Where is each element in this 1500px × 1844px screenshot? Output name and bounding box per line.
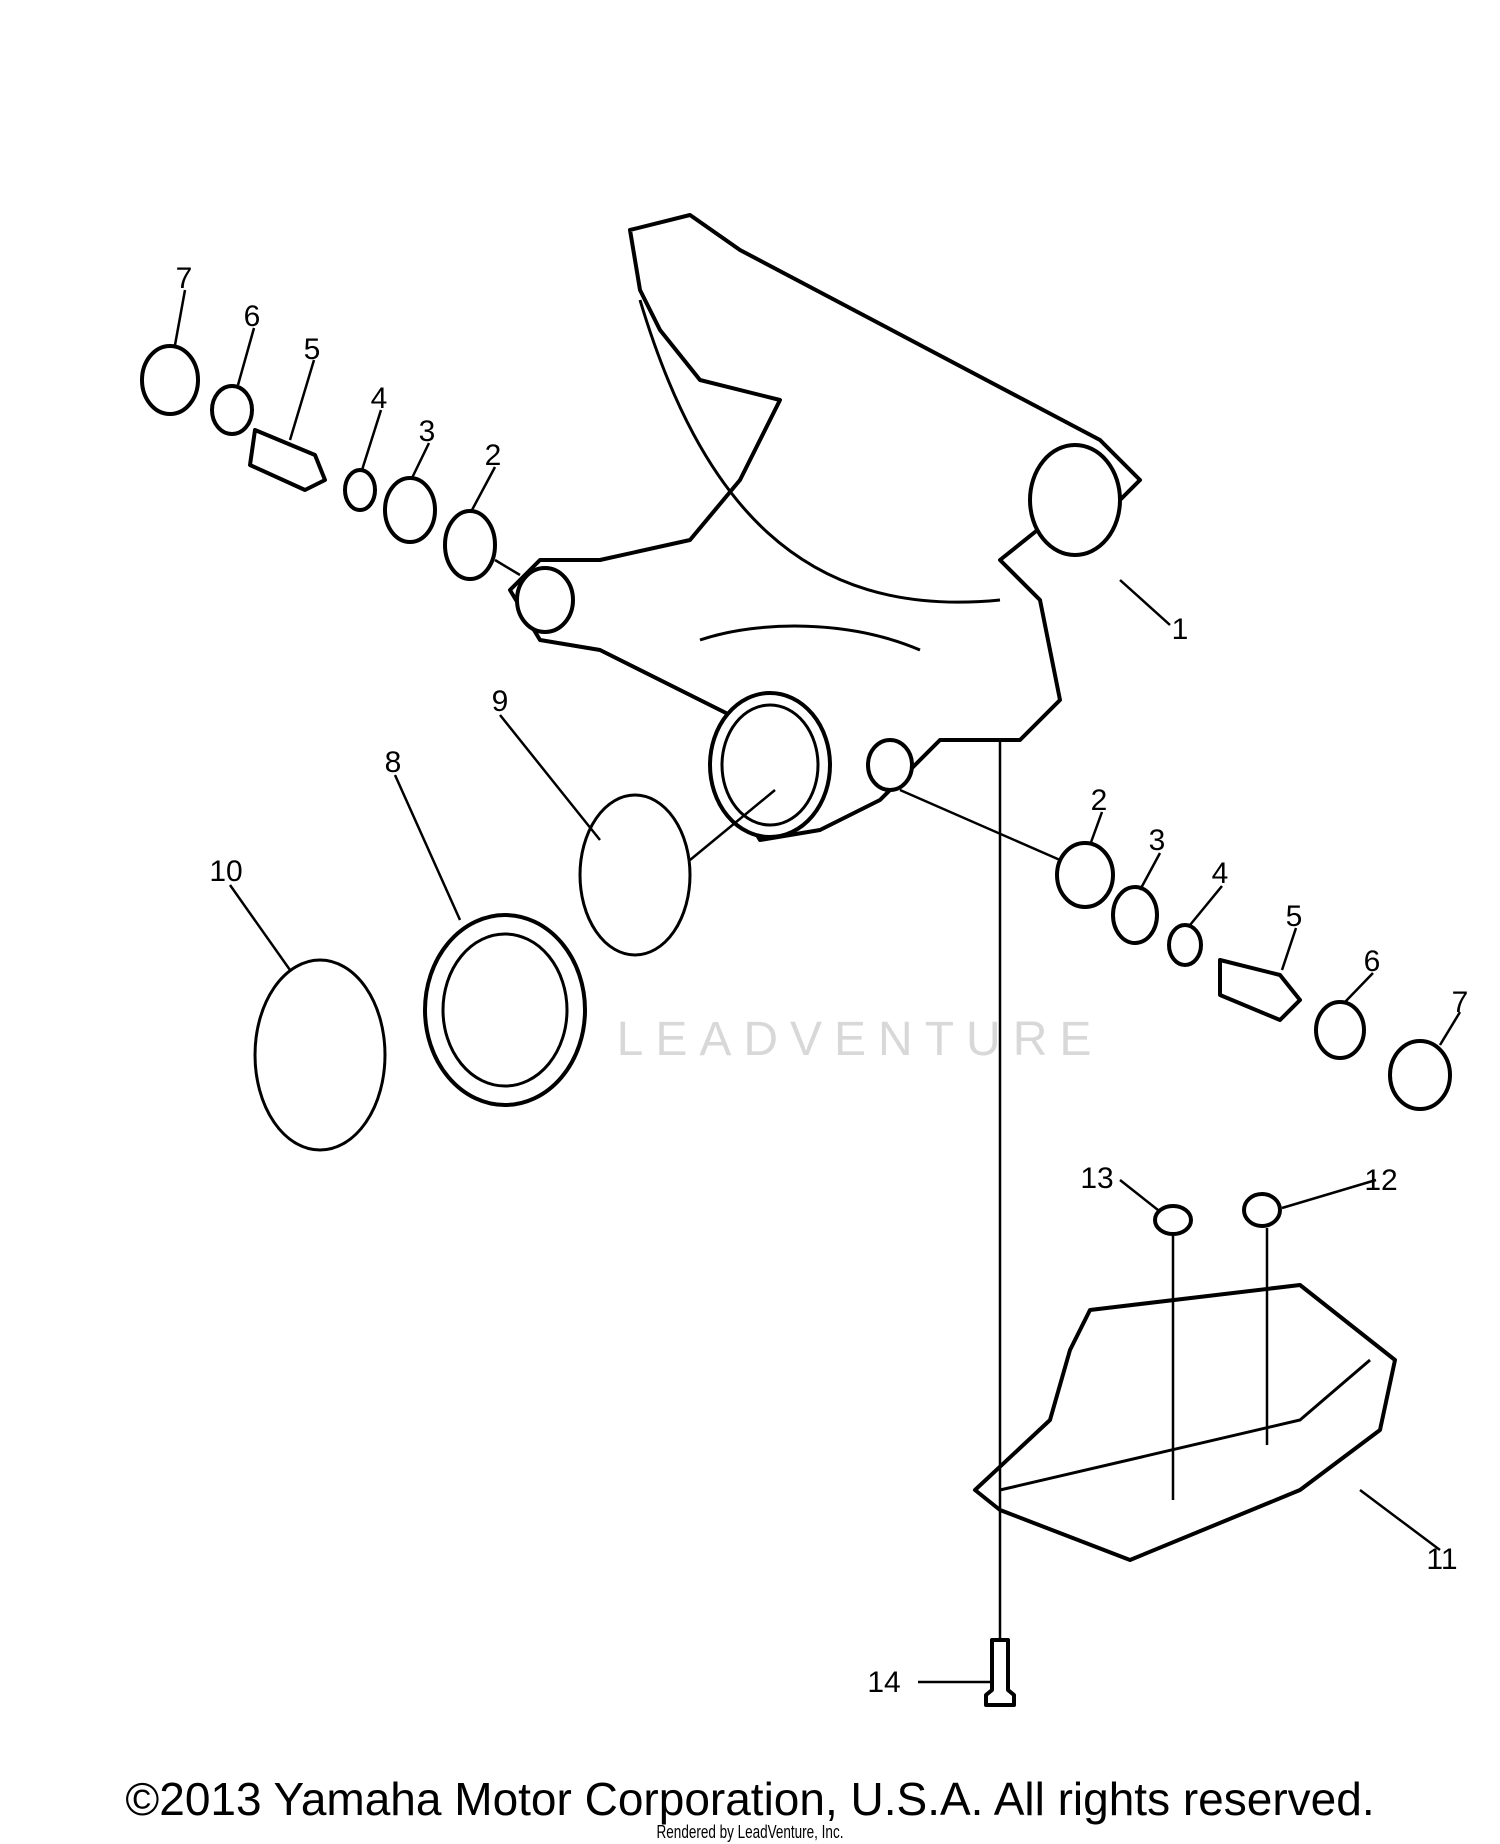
callout-8: 8: [385, 746, 402, 779]
callout-7: 7: [176, 262, 193, 295]
callout-5: 5: [1286, 900, 1303, 933]
callout-12: 12: [1364, 1164, 1397, 1197]
grommet-13: [1153, 1204, 1193, 1236]
grommet-12: [1242, 1192, 1282, 1228]
collar-4: [343, 468, 377, 512]
pivot-shaft-5: [248, 428, 327, 492]
collar-4: [1167, 923, 1203, 967]
callout-2: 2: [1091, 784, 1108, 817]
seal-3: [1111, 885, 1159, 945]
pivot-shaft-5: [1218, 958, 1302, 1022]
bolt-14[interactable]: [984, 1638, 1016, 1707]
cap-7: [140, 344, 200, 416]
callout-11: 11: [1426, 1543, 1457, 1576]
callout-3: 3: [419, 415, 436, 448]
callout-6: 6: [244, 300, 261, 333]
clamp-10[interactable]: [253, 958, 387, 1152]
bearing-2: [1055, 841, 1115, 909]
bearing-kit-right[interactable]: [899, 788, 1452, 1111]
seal-3: [383, 476, 437, 544]
swingarm[interactable]: [508, 213, 1171, 842]
callout-4: 4: [371, 382, 388, 415]
copyright-notice: ©2013 Yamaha Motor Corporation, U.S.A. A…: [125, 1773, 1375, 1825]
bearing-kit-left[interactable]: [140, 344, 521, 581]
callout-1: 1: [1172, 613, 1189, 646]
callout-5: 5: [304, 333, 321, 366]
callout-9: 9: [492, 685, 509, 718]
boot-8[interactable]: [423, 913, 587, 1107]
rendered-by-credit: Rendered by LeadVenture, Inc.: [656, 1822, 844, 1842]
clamp-9[interactable]: [578, 793, 692, 957]
callout-4: 4: [1212, 857, 1229, 890]
bearing-2: [443, 509, 497, 581]
nut-6: [1314, 1000, 1366, 1060]
callout-6: 6: [1364, 945, 1381, 978]
nut-6: [210, 384, 254, 436]
skid-plate-11[interactable]: [973, 1192, 1397, 1562]
callout-14: 14: [867, 1666, 900, 1699]
callout-2: 2: [485, 439, 502, 472]
callout-13: 13: [1080, 1162, 1113, 1195]
callout-7: 7: [1452, 986, 1469, 1019]
watermark: LEADVENTURE: [616, 1013, 1104, 1066]
callout-3: 3: [1149, 824, 1166, 857]
cap-7: [1388, 1039, 1452, 1111]
callout-10: 10: [209, 855, 242, 888]
